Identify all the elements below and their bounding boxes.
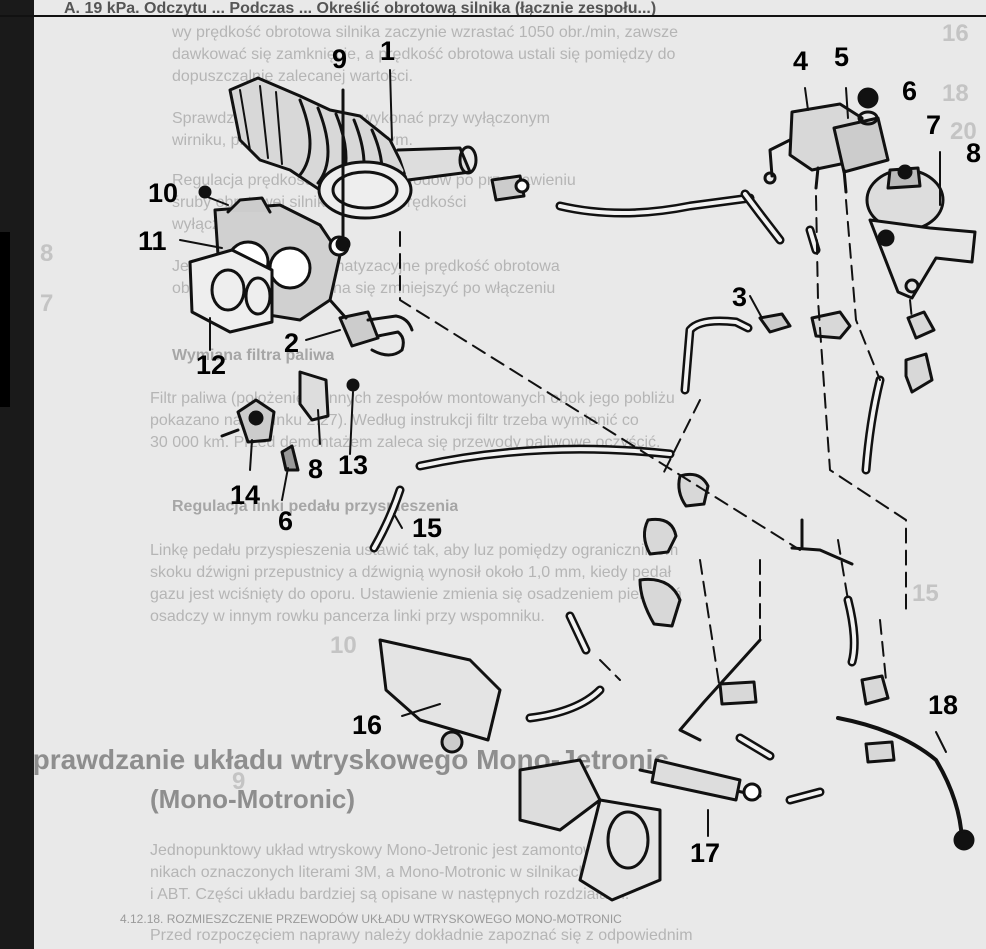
callout-15: 15 bbox=[412, 513, 443, 543]
callout-5: 5 bbox=[834, 42, 850, 72]
ghost-line: Linkę pedału przyspieszenia ustawić tak,… bbox=[150, 542, 679, 559]
callout-8-lower: 8 bbox=[308, 454, 324, 484]
header-fragment: A. 19 kPa. Odczytu ... Podczas ... Okreś… bbox=[64, 0, 657, 17]
callout-13: 13 bbox=[338, 450, 369, 480]
callout-12: 12 bbox=[196, 350, 227, 380]
callout-2: 2 bbox=[284, 328, 300, 358]
callout-10: 10 bbox=[148, 178, 179, 208]
ghost-line: dawkować się zamknięcie, a prędkość obro… bbox=[172, 46, 676, 63]
ghost-margin-number: 18 bbox=[942, 80, 969, 107]
ghost-margin-number: 8 bbox=[40, 240, 54, 267]
ghost-line: nikach oznaczonych literami 3M, a Mono-M… bbox=[150, 864, 626, 881]
ghost-margin-number: 16 bbox=[942, 20, 969, 47]
ghost-margin-number: 7 bbox=[40, 290, 54, 317]
top-rule bbox=[0, 15, 986, 17]
pipe-17 bbox=[638, 758, 762, 802]
ghost-line: Filtr paliwa (położenie w innych zespołó… bbox=[150, 390, 675, 407]
rigid-line bbox=[678, 638, 762, 742]
canister-valve bbox=[865, 164, 977, 300]
ghost-margin-number: 20 bbox=[950, 118, 977, 145]
callout-1: 1 bbox=[380, 36, 396, 66]
air-intake-boot bbox=[228, 76, 478, 220]
elbow-fittings bbox=[638, 310, 936, 764]
screw-6-lower bbox=[280, 444, 300, 472]
hose-18 bbox=[836, 716, 964, 842]
scan-edge-shadow bbox=[0, 0, 34, 949]
sensor-14 bbox=[220, 398, 276, 444]
ghost-margin-number: 9 bbox=[232, 768, 246, 795]
callout-6-lower: 6 bbox=[278, 506, 294, 536]
valve-2 bbox=[328, 298, 414, 357]
ghost-heading: Regulacja linki pedału przyspieszenia bbox=[172, 498, 459, 515]
callout-17: 17 bbox=[690, 838, 721, 868]
intake-manifold-lower bbox=[378, 638, 662, 902]
t-connector bbox=[790, 518, 854, 566]
cap-6 bbox=[857, 87, 879, 109]
callout-4: 4 bbox=[793, 46, 809, 76]
callout-7: 7 bbox=[926, 110, 942, 140]
vacuum-hoses bbox=[369, 189, 885, 805]
scan-edge-block bbox=[0, 232, 10, 407]
callout-11: 11 bbox=[138, 226, 167, 256]
ghost-heading: Wymiana filtra paliwa bbox=[172, 347, 335, 364]
ghost-line: wy prędkość obrotowa silnika zaczynie wz… bbox=[172, 24, 678, 41]
figure-caption-fragment: 4.12.18. ROZMIESZCZENIE PRZEWODÓW UKŁADU… bbox=[120, 912, 622, 926]
ghost-margin-number: 15 bbox=[912, 580, 939, 607]
callout-14: 14 bbox=[230, 480, 261, 510]
ghost-line: skoku dźwigni przepustnicy a dźwignią wy… bbox=[150, 564, 672, 581]
screw-13 bbox=[346, 378, 360, 392]
callout-18: 18 bbox=[928, 690, 959, 720]
ghost-section-subtitle: (Mono-Motronic) bbox=[150, 784, 356, 814]
ghost-line: dopuszczalnie zalecanej wartości. bbox=[172, 68, 414, 85]
ghost-line: i ABT. Części układu bardziej są opisane… bbox=[150, 886, 630, 903]
ghost-line: Przed rozpoczęciem naprawy należy dokład… bbox=[150, 927, 693, 944]
callout-9: 9 bbox=[332, 44, 348, 74]
ghost-line: osadczy w innym rowku pancerza linki prz… bbox=[150, 608, 545, 625]
callout-8: 8 bbox=[966, 138, 982, 168]
callout-3: 3 bbox=[732, 282, 748, 312]
connector-3 bbox=[758, 312, 792, 334]
throttle-gasket bbox=[188, 248, 274, 334]
solenoid-valves bbox=[763, 102, 890, 194]
ghost-line: Jednopunktowy układ wtryskowy Mono-Jetro… bbox=[150, 842, 662, 859]
callout-6: 6 bbox=[902, 76, 918, 106]
callout-16: 16 bbox=[352, 710, 383, 740]
ghost-margin-number: 10 bbox=[330, 632, 357, 659]
ghost-line: gazu jest wciśnięty do oporu. Ustawienie… bbox=[150, 586, 682, 603]
bracket-8 bbox=[298, 370, 330, 422]
